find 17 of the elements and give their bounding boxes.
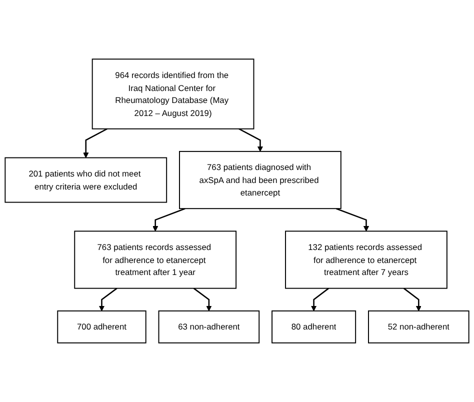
node-box: 52 non-adherent xyxy=(368,310,470,344)
arrow xyxy=(310,288,330,312)
node-box: 700 adherent xyxy=(57,310,146,344)
arrow xyxy=(193,288,212,312)
node-box: 964 records identified from the Iraq National Center for Rheumatology Database (May 2012 – August 2019) xyxy=(92,58,254,130)
arrow xyxy=(98,288,118,312)
node-box: 201 patients who did not meet entry criteria were excluded xyxy=(4,157,168,203)
arrow xyxy=(83,128,108,158)
node-box: 763 patients records assessed for adherence to etanercept treatment after 1 year xyxy=(74,230,237,289)
arrow xyxy=(238,128,264,152)
node-box: 763 patients diagnosed with axSpA and had been prescribed etanercept xyxy=(179,150,342,210)
arrow xyxy=(403,288,422,312)
node-box: 63 non-adherent xyxy=(158,310,260,344)
node-box: 132 patients records assessed for adherence to etanercept treatment after 7 years xyxy=(285,230,448,289)
arrow xyxy=(152,208,186,232)
arrow xyxy=(336,208,370,232)
node-box: 80 adherent xyxy=(272,310,356,344)
